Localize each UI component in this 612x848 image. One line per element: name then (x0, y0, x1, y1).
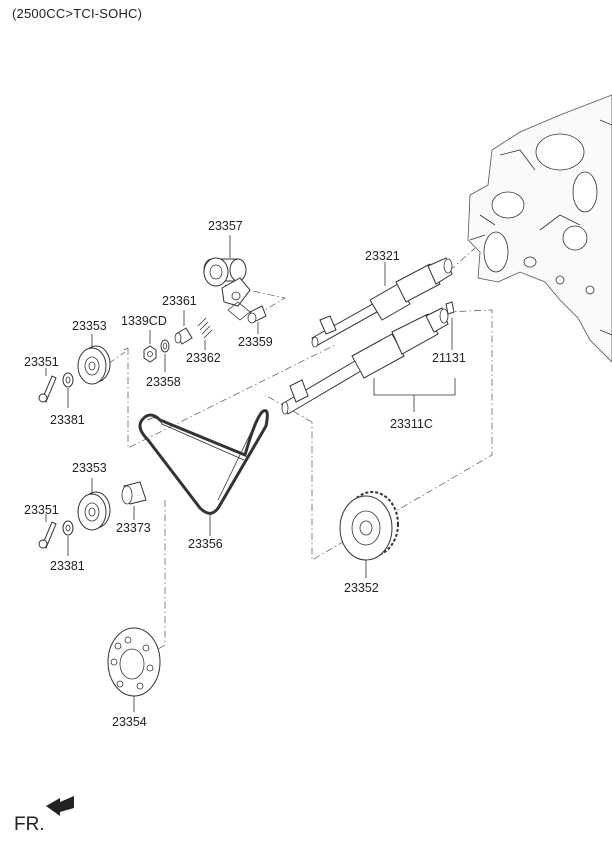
bolt-lower-23351[interactable] (38, 514, 57, 549)
washer-lower-23381[interactable] (62, 520, 74, 556)
label-23353-lower: 23353 (72, 461, 107, 475)
tensioner-23357[interactable] (203, 235, 251, 321)
pulley-upper-23353[interactable] (77, 334, 111, 385)
label-23354: 23354 (112, 715, 147, 729)
label-23351-upper: 23351 (24, 355, 59, 369)
spring-washer-23358[interactable] (160, 339, 170, 372)
washer-upper-23381[interactable] (62, 372, 74, 408)
label-23352: 23352 (344, 581, 379, 595)
crank-sprocket-23352[interactable] (339, 491, 399, 578)
flange-23354[interactable] (107, 627, 161, 712)
label-23356: 23356 (188, 537, 223, 551)
label-23357: 23357 (208, 219, 243, 233)
balance-shaft-upper-23321[interactable] (311, 257, 453, 348)
label-23362: 23362 (186, 351, 221, 365)
engine-spec-header: (2500CC>TCI-SOHC) (12, 6, 143, 21)
pin-21131[interactable] (445, 301, 455, 350)
label-23353-upper: 23353 (72, 319, 107, 333)
timing-belt-23356[interactable] (138, 409, 269, 536)
bolt-upper-23351[interactable] (38, 368, 57, 403)
engine-block-outline (467, 94, 612, 363)
nut-1339cd[interactable] (143, 330, 157, 363)
front-label: FR. (14, 814, 45, 835)
label-23381-lower: 23381 (50, 559, 85, 573)
label-23351-lower: 23351 (24, 503, 59, 517)
front-arrow-icon (46, 796, 74, 816)
label-23359: 23359 (238, 335, 273, 349)
label-23361: 23361 (162, 294, 197, 308)
label-23373: 23373 (116, 521, 151, 535)
assembly-centerlines (84, 247, 493, 661)
label-23358: 23358 (146, 375, 181, 389)
tensioner-spring-23362[interactable] (197, 317, 213, 350)
label-23381-upper: 23381 (50, 413, 85, 427)
balance-shaft-lower-23311c[interactable] (281, 307, 456, 415)
pulley-lower-23353[interactable] (77, 478, 111, 531)
label-23321: 23321 (365, 249, 400, 263)
front-direction-indicator: FR. (14, 796, 74, 835)
label-21131: 21131 (432, 351, 466, 365)
tensioner-bolt-23359[interactable] (247, 305, 267, 334)
label-23311c: 23311C (390, 417, 433, 431)
label-1339cd: 1339CD (121, 314, 167, 328)
tensioner-stud-23361[interactable] (174, 310, 193, 345)
spacer-23373[interactable] (121, 481, 147, 520)
